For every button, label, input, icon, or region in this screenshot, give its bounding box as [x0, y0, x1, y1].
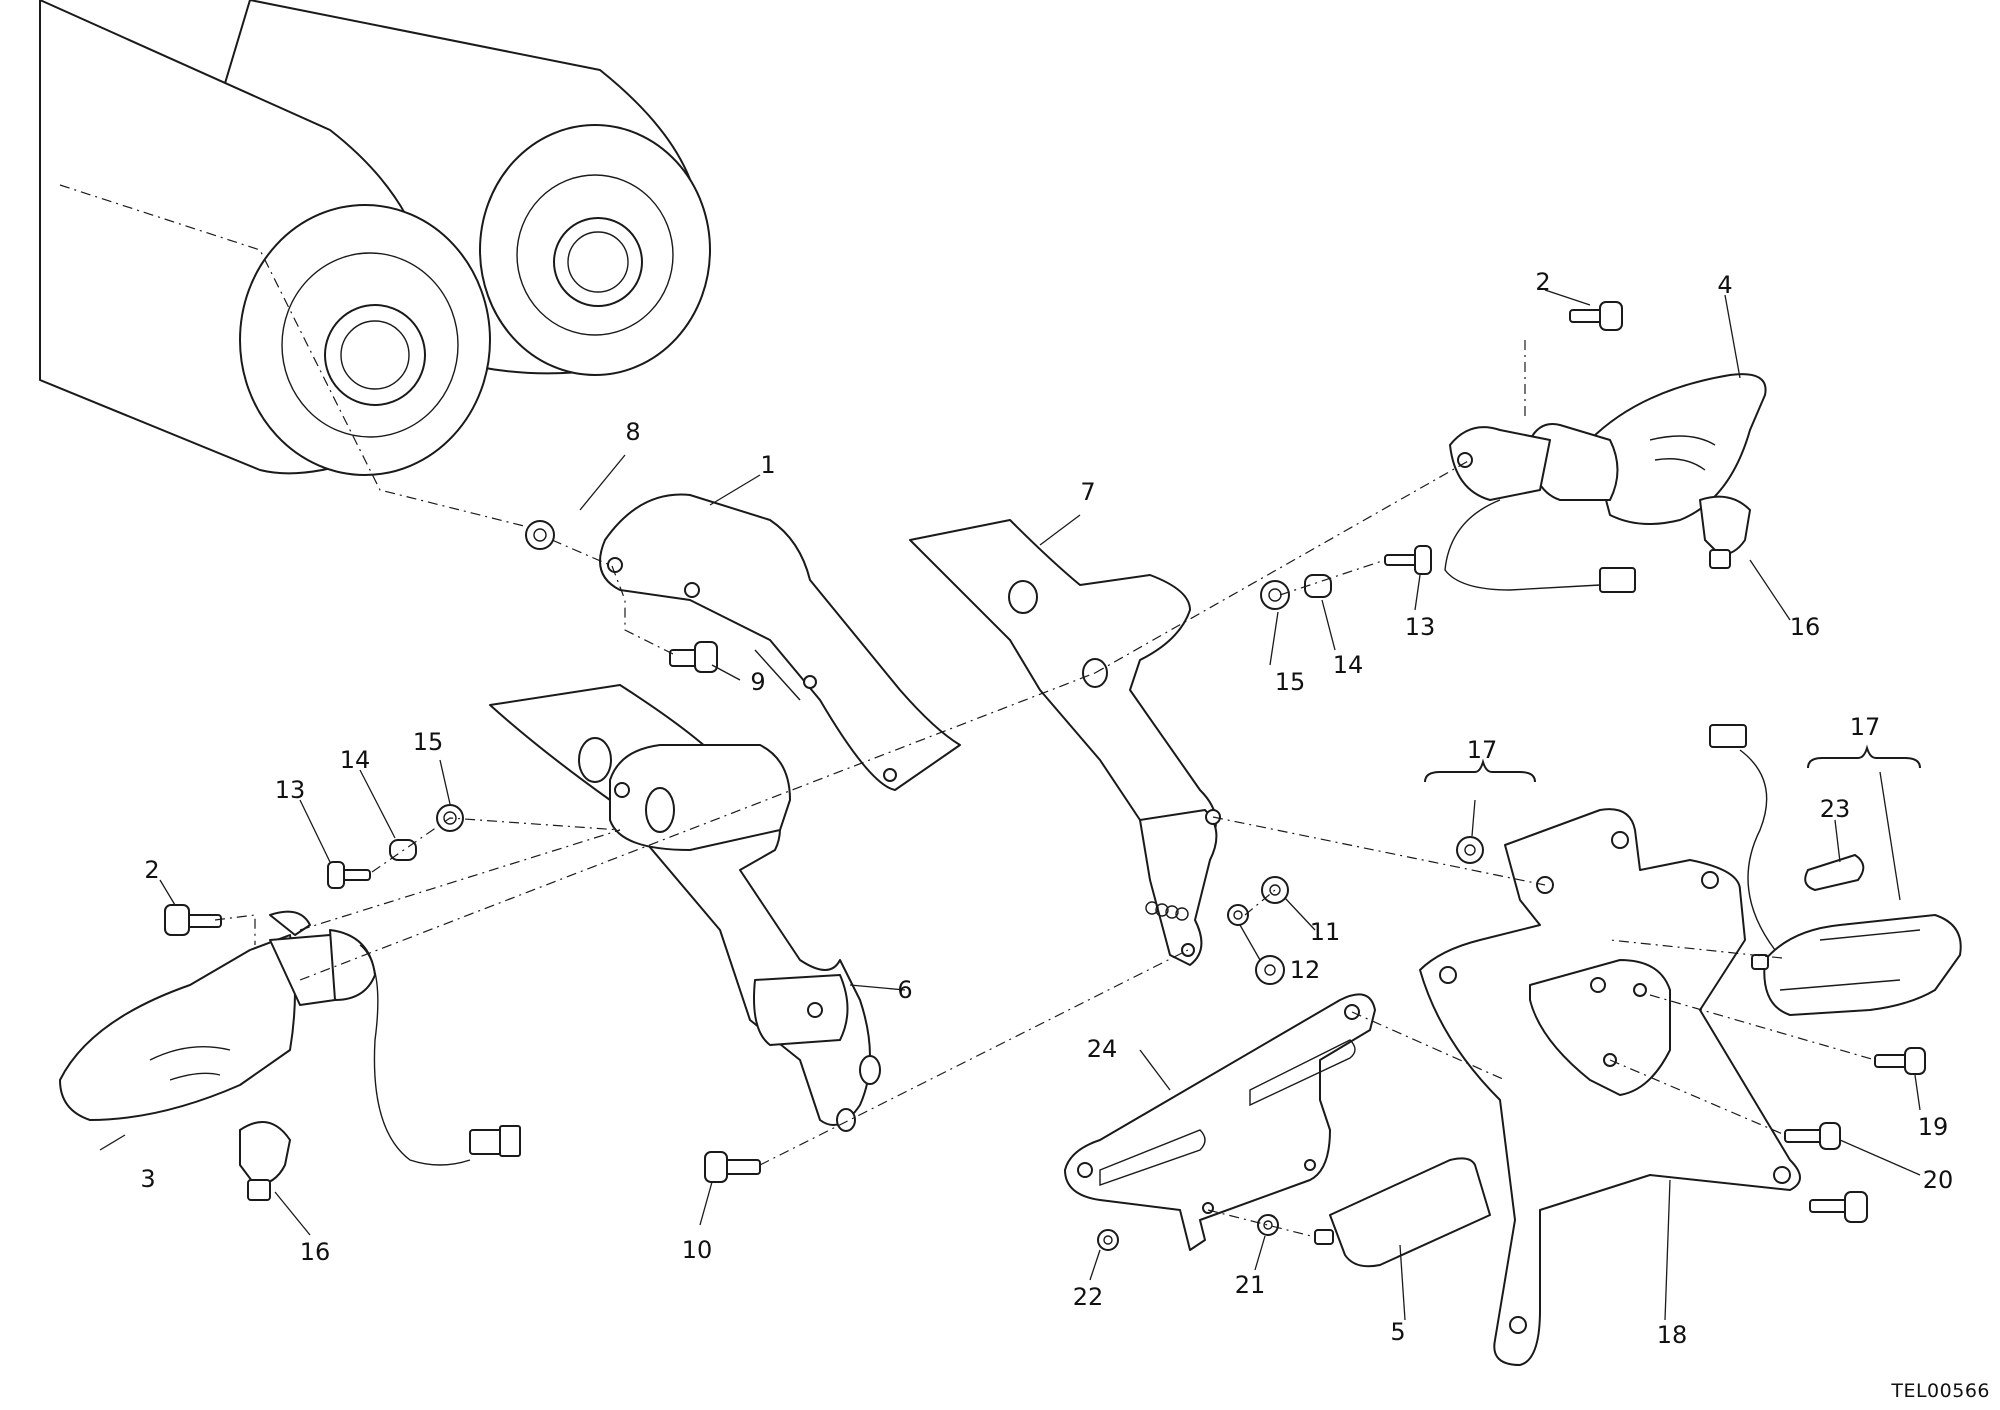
callout-3: 3 [140, 1165, 155, 1193]
part-18-plate-holder [1419, 808, 1801, 1366]
callout-2-left: 2 [144, 856, 159, 884]
exhaust-silencers [39, 0, 711, 531]
part-4-right-turn-signal [1444, 373, 1767, 593]
callout-20: 20 [1923, 1166, 1954, 1194]
fasteners [164, 301, 1926, 1251]
part-6-lower-bracket [489, 684, 881, 1132]
callout-13-left: 13 [275, 776, 306, 804]
callout-labels: 1 2 2 3 4 5 6 7 8 9 10 11 12 13 13 14 14… [140, 268, 1953, 1349]
callout-22: 22 [1073, 1283, 1104, 1311]
callout-11: 11 [1310, 918, 1341, 946]
callout-12: 12 [1290, 956, 1321, 984]
part-24-reflector-bracket [1064, 993, 1376, 1251]
callout-7: 7 [1080, 478, 1095, 506]
callout-9: 9 [750, 668, 765, 696]
part-16-bulb-right [1699, 495, 1751, 569]
spring-coil [1145, 901, 1189, 921]
callout-16-right: 16 [1790, 613, 1821, 641]
callout-13-right: 13 [1405, 613, 1436, 641]
callout-15-left: 15 [413, 728, 444, 756]
callout-19: 19 [1918, 1113, 1949, 1141]
callout-6: 6 [897, 976, 912, 1004]
part-1-upper-bracket [599, 493, 961, 791]
callout-5: 5 [1390, 1318, 1405, 1346]
brace-17-right [1807, 744, 1921, 769]
callout-2-right: 2 [1535, 268, 1550, 296]
part-17-plate-light [1709, 724, 1962, 1016]
callout-23: 23 [1820, 795, 1851, 823]
part-16-bulb-left [239, 1121, 291, 1201]
callout-16-left: 16 [300, 1238, 331, 1266]
callout-15-right: 15 [1275, 668, 1306, 696]
callout-24: 24 [1087, 1035, 1118, 1063]
callout-14-right: 14 [1333, 651, 1364, 679]
callout-1: 1 [760, 451, 775, 479]
callout-10: 10 [682, 1236, 713, 1264]
leader-lines [99, 289, 1921, 1321]
callout-17-right: 17 [1850, 713, 1881, 741]
part-5-reflector [1314, 1157, 1491, 1268]
silencer-front [39, 0, 541, 531]
part-3-left-turn-signal [59, 910, 521, 1166]
assembly-lines [214, 340, 1876, 1238]
callout-4: 4 [1717, 271, 1732, 299]
callout-21: 21 [1235, 1271, 1266, 1299]
callout-8: 8 [625, 418, 640, 446]
callout-18: 18 [1657, 1321, 1688, 1349]
drawing-reference-code: TEL00566 [1891, 1380, 1990, 1402]
callout-17-left: 17 [1467, 736, 1498, 764]
brace-17-left [1424, 758, 1536, 783]
callout-14-left: 14 [340, 746, 371, 774]
